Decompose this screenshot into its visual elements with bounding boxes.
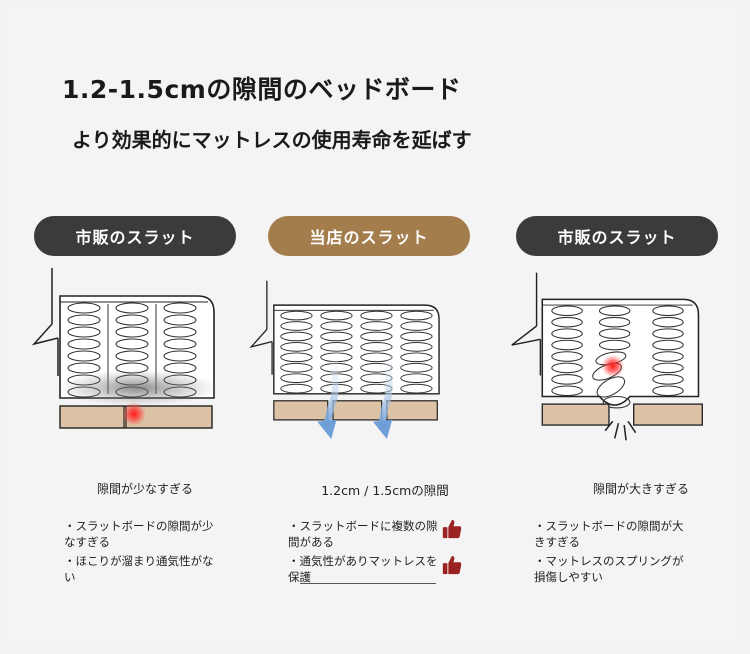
- label-commercial-slat-right: 市販のスラット: [516, 216, 718, 256]
- page-subtitle: より効果的にマットレスの使用寿命を延ばす: [72, 128, 472, 152]
- airflow-arrow-icon: [378, 348, 394, 431]
- airflow-arrow-icon: [322, 348, 340, 431]
- caption-our-gap: 1.2cm / 1.5cmの隙間: [321, 483, 449, 498]
- mattress-small-gap-illustration: [31, 268, 218, 429]
- notes-large-gap: ・スラットボードの隙間が大きすぎる ・マットレスのスプリングが損傷しやすい: [534, 518, 694, 588]
- note-item: ・スラットボードに複数の隙間がある: [288, 519, 438, 549]
- notes-small-gap: ・スラットボードの隙間が少なすぎる ・ほこりが溜まり通気性がない: [64, 518, 224, 588]
- pressure-point-icon: [122, 402, 146, 426]
- note-item: ・マットレスのスプリングが損傷しやすい: [534, 554, 684, 584]
- caption-small-gap: 隙間が少なすぎる: [96, 482, 193, 496]
- divider: [300, 583, 436, 584]
- label-our-slat: 当店のスラット: [268, 216, 470, 256]
- label-commercial-slat-left: 市販のスラット: [34, 216, 236, 256]
- notes-our-gap: ・スラットボードに複数の隙間がある ・通気性がありマットレスを保護: [288, 518, 438, 588]
- thumbs-up-icon: [442, 555, 462, 575]
- thumbs-up-icon: [442, 519, 462, 539]
- note-item: ・通気性がありマットレスを保護: [288, 554, 438, 584]
- note-item: ・ほこりが溜まり通気性がない: [64, 554, 214, 584]
- note-item: ・スラットボードの隙間が大きすぎる: [534, 519, 684, 549]
- mattress-large-gap-illustration: [511, 272, 703, 441]
- note-item: ・スラットボードの隙間が少なすぎる: [64, 519, 214, 549]
- mattress-airflow-illustration: [249, 280, 440, 440]
- page-title: 1.2-1.5cmの隙間のベッドボード: [62, 75, 462, 104]
- caption-large-gap: 隙間が大きすぎる: [592, 482, 689, 496]
- pressure-point-icon: [601, 354, 625, 378]
